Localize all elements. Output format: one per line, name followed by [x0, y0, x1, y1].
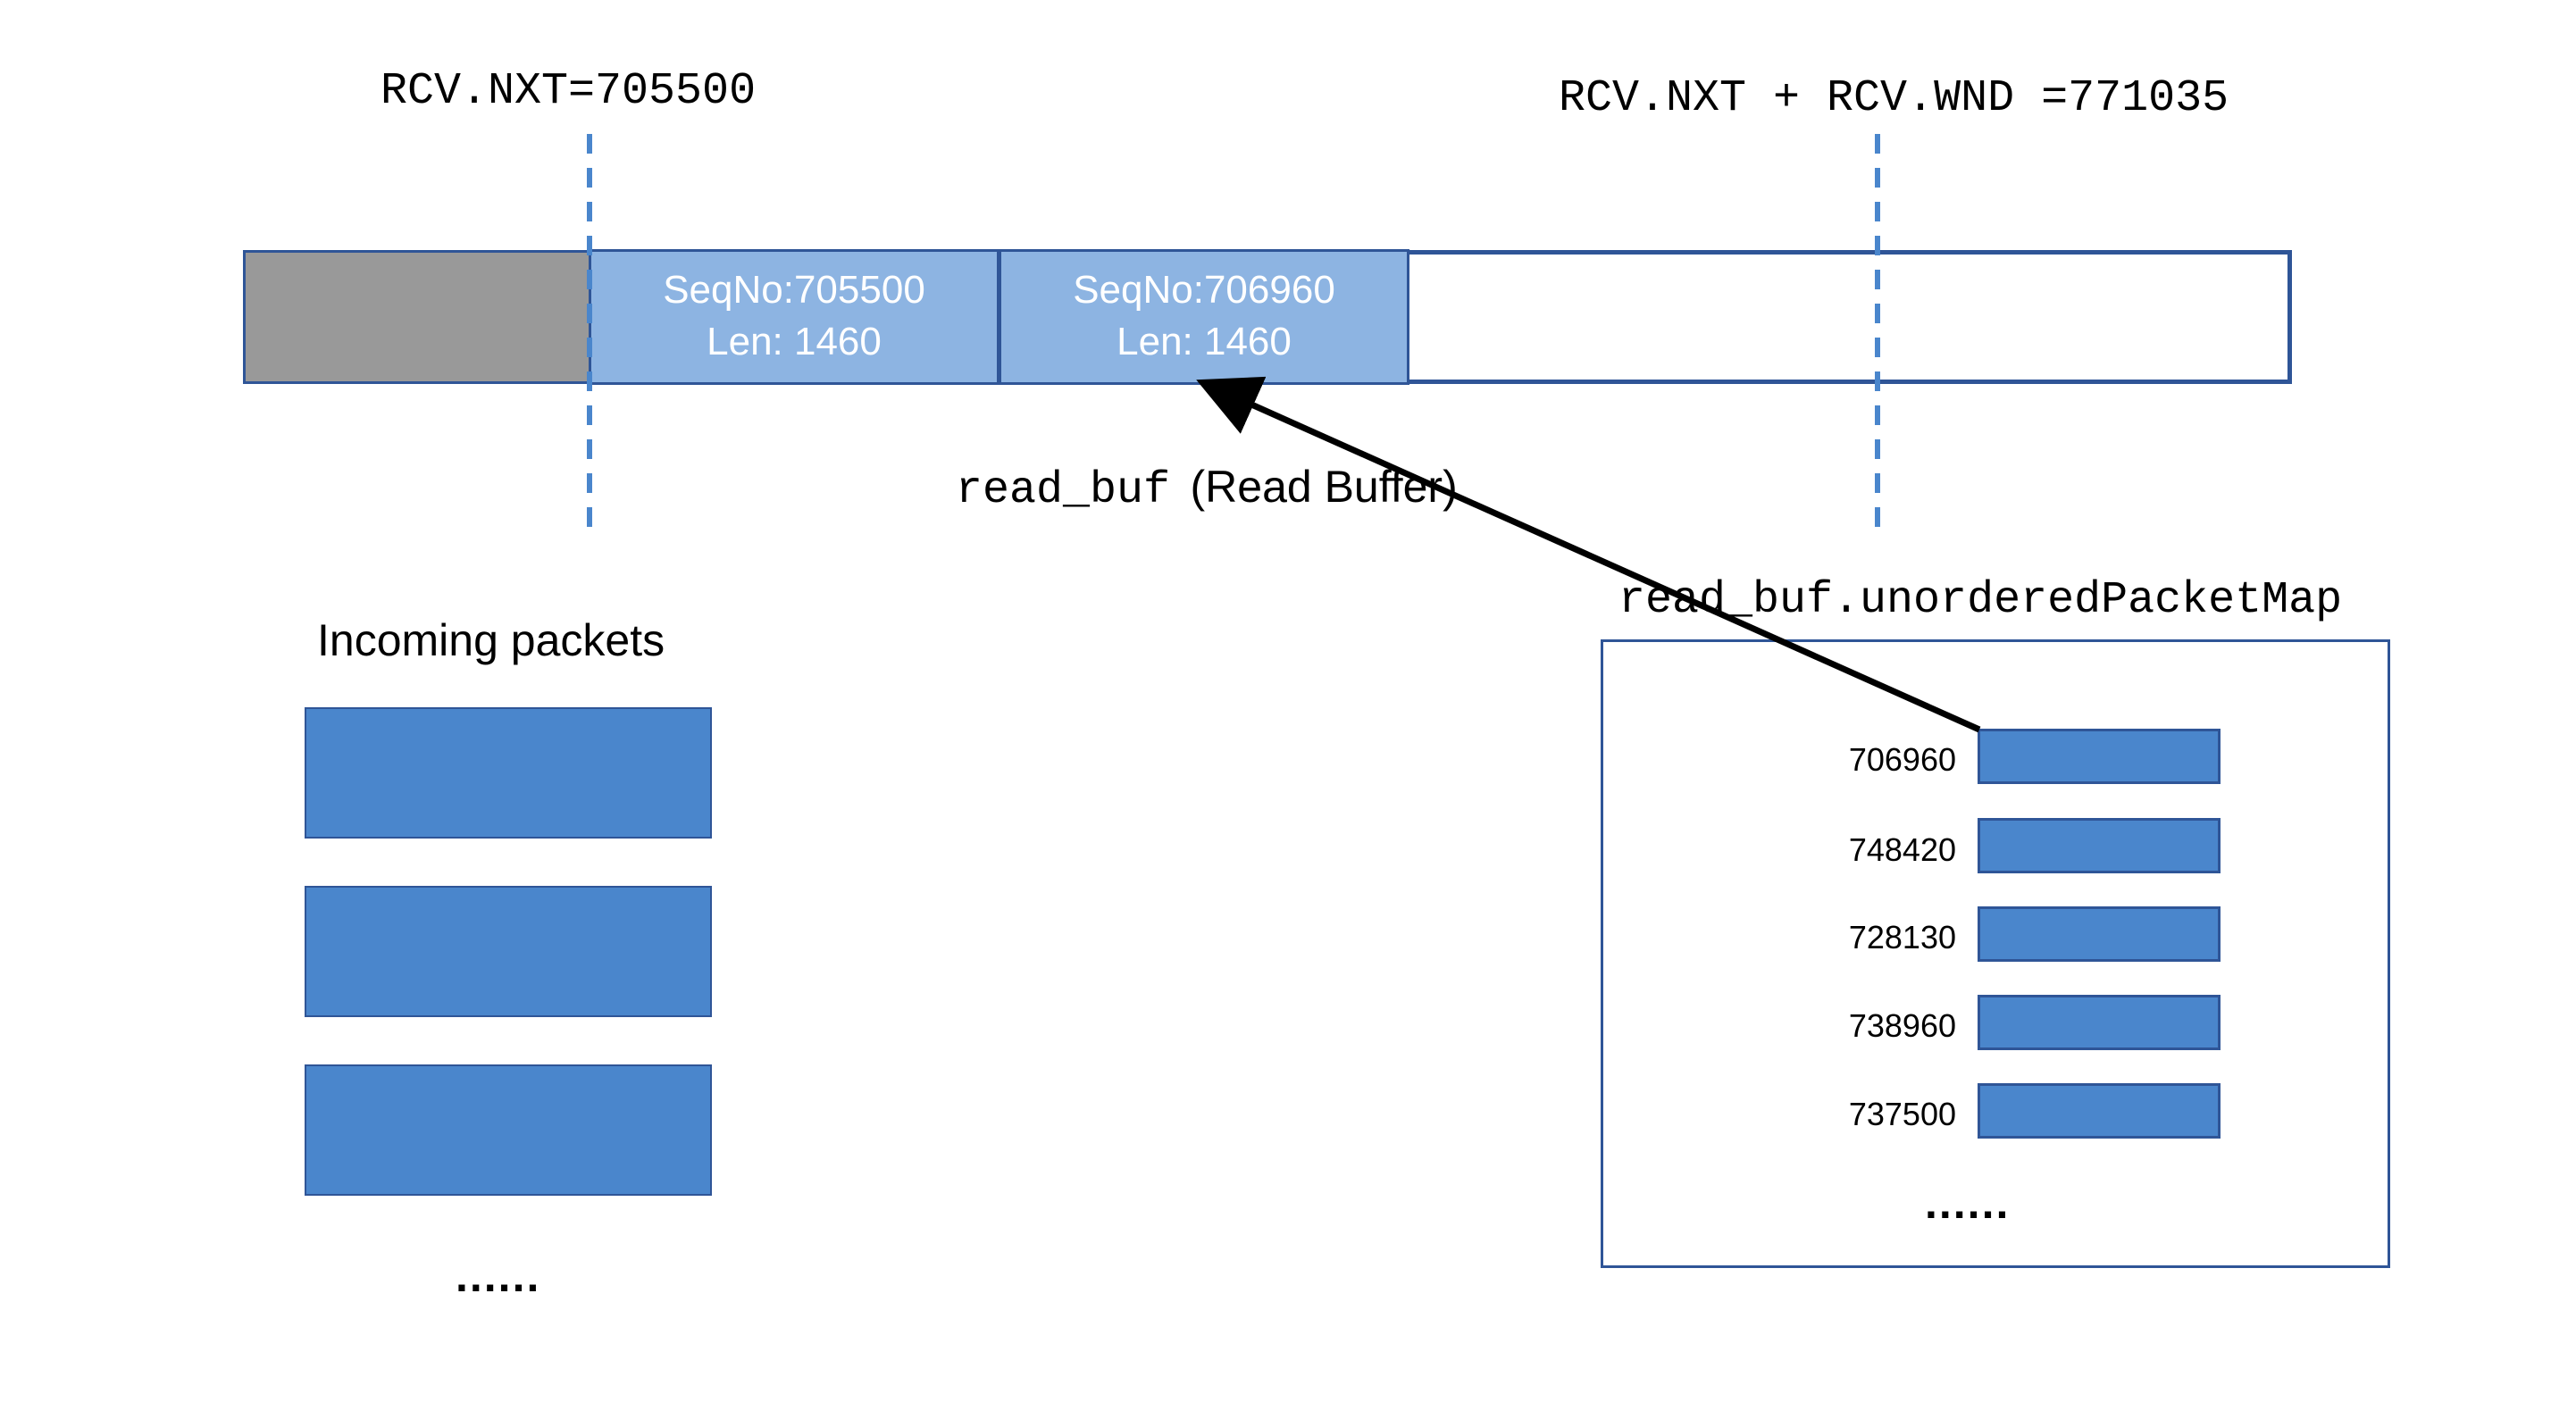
segment-seq-label: SeqNo:705500: [663, 268, 925, 312]
map-ellipsis: ......: [1925, 1178, 2011, 1228]
rcv-nxt-label: RCV.NXT=705500: [381, 66, 757, 117]
map-key-label: 706960: [1848, 741, 1956, 778]
map-key-label: 738960: [1848, 1007, 1956, 1044]
map-packet: [1978, 818, 2221, 873]
unordered-map-title: read_buf.unorderedPacketMap: [1618, 575, 2343, 626]
map-packet: [1978, 995, 2221, 1050]
consumed-region: [246, 253, 591, 381]
buffer-segment: SeqNo:706960 Len: 1460: [999, 249, 1409, 385]
map-packet: [1978, 1083, 2221, 1139]
map-packet: [1978, 729, 2221, 784]
incoming-packet: [305, 1064, 712, 1196]
segment-seq-label: SeqNo:706960: [1073, 268, 1335, 312]
map-key-label: 737500: [1848, 1096, 1956, 1132]
map-to-buffer-arrow: [1196, 376, 1981, 733]
segment-len-label: Len: 1460: [707, 320, 882, 363]
map-key-label: 728130: [1848, 919, 1956, 956]
incoming-packet: [305, 707, 712, 839]
segment-len-label: Len: 1460: [1117, 320, 1292, 363]
read-buffer-code-label: read_buf: [956, 465, 1171, 516]
incoming-packets-title: Incoming packets: [317, 615, 665, 665]
read-buffer-caption: read_buf (Read Buffer): [956, 461, 1458, 516]
incoming-ellipsis: ......: [456, 1251, 541, 1301]
map-packet: [1978, 906, 2221, 962]
incoming-packet: [305, 886, 712, 1017]
rcv-window-end-label: RCV.NXT + RCV.WND =771035: [1559, 73, 2229, 124]
map-key-label: 748420: [1848, 831, 1956, 868]
read-buffer-desc-label: (Read Buffer): [1190, 462, 1458, 512]
